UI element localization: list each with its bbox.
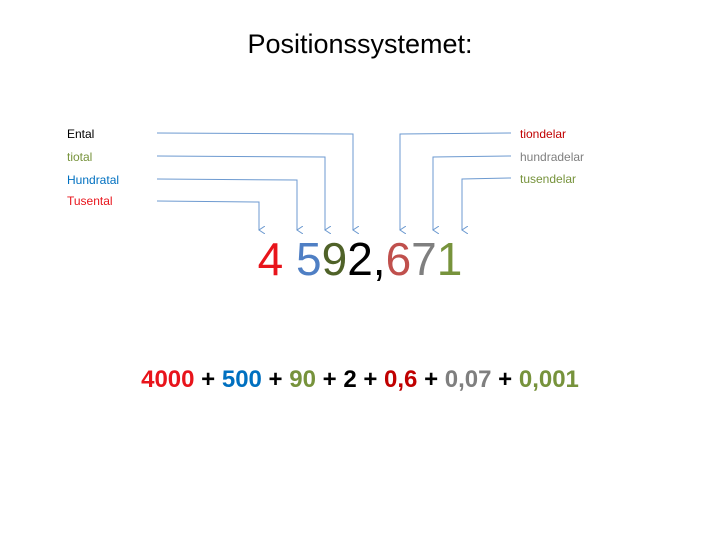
arrow-ental bbox=[156, 132, 353, 230]
plus-sign: + bbox=[417, 366, 445, 393]
plus-sign: + bbox=[315, 366, 344, 393]
plus-sign: + bbox=[261, 366, 290, 393]
label-tusendelar: tusendelar bbox=[520, 172, 577, 186]
label-tiondelar: tiondelar bbox=[520, 127, 567, 141]
arrow-hundratal bbox=[156, 178, 297, 230]
term-90: 90 bbox=[289, 366, 316, 393]
digit-hundredths: 7 bbox=[411, 233, 437, 285]
arrow-tiotal bbox=[156, 155, 325, 230]
digit-thousands: 4 bbox=[257, 233, 284, 285]
label-ental: Ental bbox=[67, 127, 95, 141]
decimal-comma: , bbox=[372, 233, 386, 285]
term-4000: 4000 bbox=[141, 366, 195, 393]
digit-thousandths: 1 bbox=[436, 233, 463, 285]
label-tusental: Tusental bbox=[67, 194, 113, 208]
arrow-tusendelar bbox=[462, 177, 512, 230]
plus-sign: + bbox=[491, 366, 519, 393]
arrow-tusental bbox=[156, 200, 259, 230]
digit-tens: 9 bbox=[321, 233, 348, 285]
term-2: 2 bbox=[343, 366, 357, 393]
term-0-07: 0,07 bbox=[444, 366, 492, 393]
digit-ones: 2 bbox=[347, 233, 373, 285]
term-0-6: 0,6 bbox=[384, 366, 418, 393]
digit-space bbox=[283, 233, 296, 285]
arrow-tiondelar bbox=[400, 132, 512, 230]
term-500: 500 bbox=[221, 366, 262, 393]
label-tiotal: tiotal bbox=[67, 150, 93, 164]
arrow-hundradelar bbox=[433, 155, 512, 230]
decimal-number: 4 592,671 bbox=[0, 236, 720, 282]
label-hundratal: Hundratal bbox=[67, 173, 120, 187]
plus-sign: + bbox=[194, 366, 222, 393]
term-0-001: 0,001 bbox=[518, 366, 579, 393]
label-hundradelar: hundradelar bbox=[520, 150, 585, 164]
page-title: Positionssystemet: bbox=[247, 29, 473, 59]
digit-hundreds: 5 bbox=[296, 233, 322, 285]
expanded-form: 4000 + 500 + 90 + 2 + 0,6 + 0,07 + 0,001 bbox=[0, 368, 720, 392]
plus-sign: + bbox=[356, 366, 385, 393]
digit-tenths: 6 bbox=[385, 233, 412, 285]
